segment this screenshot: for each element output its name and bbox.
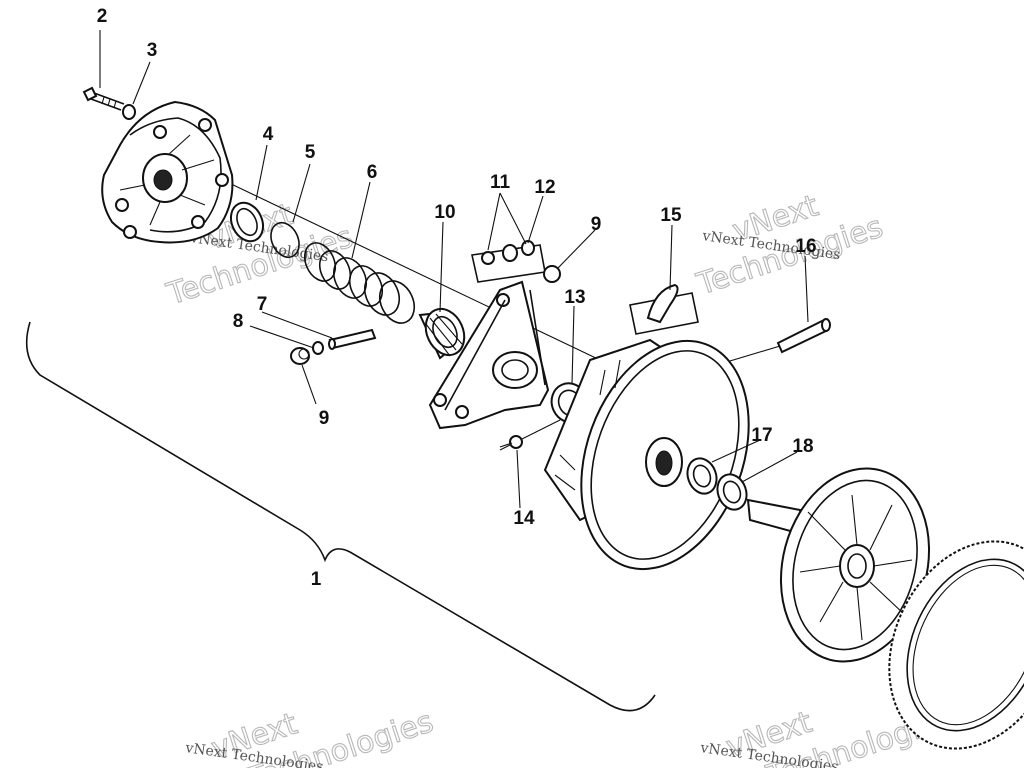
cover-part <box>101 100 234 244</box>
callout-5: 5 <box>305 142 316 163</box>
bushing-part <box>229 201 265 243</box>
callout-18: 18 <box>792 436 813 457</box>
roller-part-right <box>543 265 561 283</box>
callout-1: 1 <box>311 569 322 590</box>
callout-9-left: 9 <box>319 408 330 429</box>
retainer-part <box>418 307 466 360</box>
callout-4: 4 <box>263 124 274 145</box>
washer-part <box>122 104 136 120</box>
callout-labels: 1 2 3 4 5 6 7 8 9 9 10 11 12 13 14 15 16… <box>97 6 817 590</box>
bolt-part <box>82 86 125 111</box>
callout-9-right: 9 <box>591 214 602 235</box>
pin-part <box>328 328 377 350</box>
roller-part-left <box>290 347 310 365</box>
callout-10: 10 <box>434 202 455 223</box>
clip-kit <box>629 283 699 335</box>
sheave-part <box>543 338 750 571</box>
callout-14: 14 <box>513 508 535 529</box>
spring-part <box>303 242 416 324</box>
nut-washer-kit <box>471 240 546 283</box>
seal-part-18 <box>716 473 748 511</box>
assembly-bracket <box>25 321 656 712</box>
snap-ring-part <box>270 221 300 259</box>
rod-part <box>776 318 831 354</box>
callout-2: 2 <box>97 6 108 27</box>
callout-3: 3 <box>147 40 158 61</box>
leader-lines <box>99 30 809 509</box>
seal-part-17 <box>686 457 718 495</box>
callout-15: 15 <box>660 205 682 226</box>
fixed-sheave-part <box>746 467 931 663</box>
small-nut-part <box>509 435 523 449</box>
callout-11: 11 <box>490 172 511 193</box>
callout-16: 16 <box>795 236 816 257</box>
ring-gear-part <box>888 540 1024 750</box>
callout-13: 13 <box>564 287 585 308</box>
callout-8: 8 <box>233 311 244 332</box>
callout-7: 7 <box>257 294 268 315</box>
small-washer-part <box>312 341 324 355</box>
spider-arm-part <box>428 280 550 430</box>
callout-12: 12 <box>534 177 555 198</box>
callout-6: 6 <box>367 162 378 183</box>
callout-17: 17 <box>751 425 772 446</box>
